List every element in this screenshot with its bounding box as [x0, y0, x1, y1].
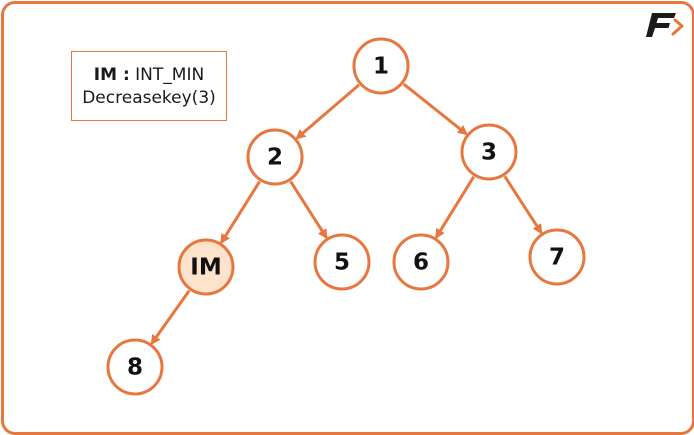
edge-n3-n6 [434, 175, 476, 240]
nodes: 1 2 3IM 5 6 7 8 [106, 37, 586, 396]
node-label: 3 [481, 140, 497, 166]
node-label: 2 [267, 145, 283, 171]
legend-definition: IM : INT_MIN [72, 64, 226, 86]
edge-nIM-n8 [150, 289, 191, 345]
node-label: 7 [549, 245, 565, 271]
tree-node-8: 8 [106, 338, 164, 396]
legend-box: IM : INT_MIN Decreasekey(3) [71, 51, 227, 121]
node-circle [177, 238, 235, 296]
edge-n1-n2 [295, 83, 360, 140]
tree-node-6: 6 [392, 233, 450, 291]
node-label: 6 [413, 250, 429, 276]
edge-n2-nIM [220, 180, 261, 245]
node-circle [106, 338, 164, 396]
edge-n1-n3 [402, 82, 468, 136]
edge-n2-n5 [289, 180, 328, 240]
tree-node-im: IM [177, 238, 235, 296]
tree-node-7: 7 [528, 228, 586, 286]
node-label: 1 [373, 54, 389, 80]
tree-node-3: 3 [460, 123, 518, 181]
node-circle [528, 228, 586, 286]
legend-key: IM : [93, 65, 130, 85]
legend-value: INT_MIN [135, 65, 205, 85]
node-label: 8 [127, 355, 143, 381]
node-label: 5 [334, 250, 350, 276]
node-circle [352, 37, 410, 95]
tree-node-2: 2 [246, 128, 304, 186]
node-circle [313, 233, 371, 291]
edge-n3-n7 [503, 175, 543, 235]
legend-operation: Decreasekey(3) [82, 88, 216, 108]
tree-node-5: 5 [313, 233, 371, 291]
edges [150, 82, 543, 345]
node-label: IM [190, 255, 221, 281]
f-arrow-logo-icon [646, 13, 684, 37]
node-circle [460, 123, 518, 181]
tree-node-1: 1 [352, 37, 410, 95]
node-circle [246, 128, 304, 186]
node-circle [392, 233, 450, 291]
